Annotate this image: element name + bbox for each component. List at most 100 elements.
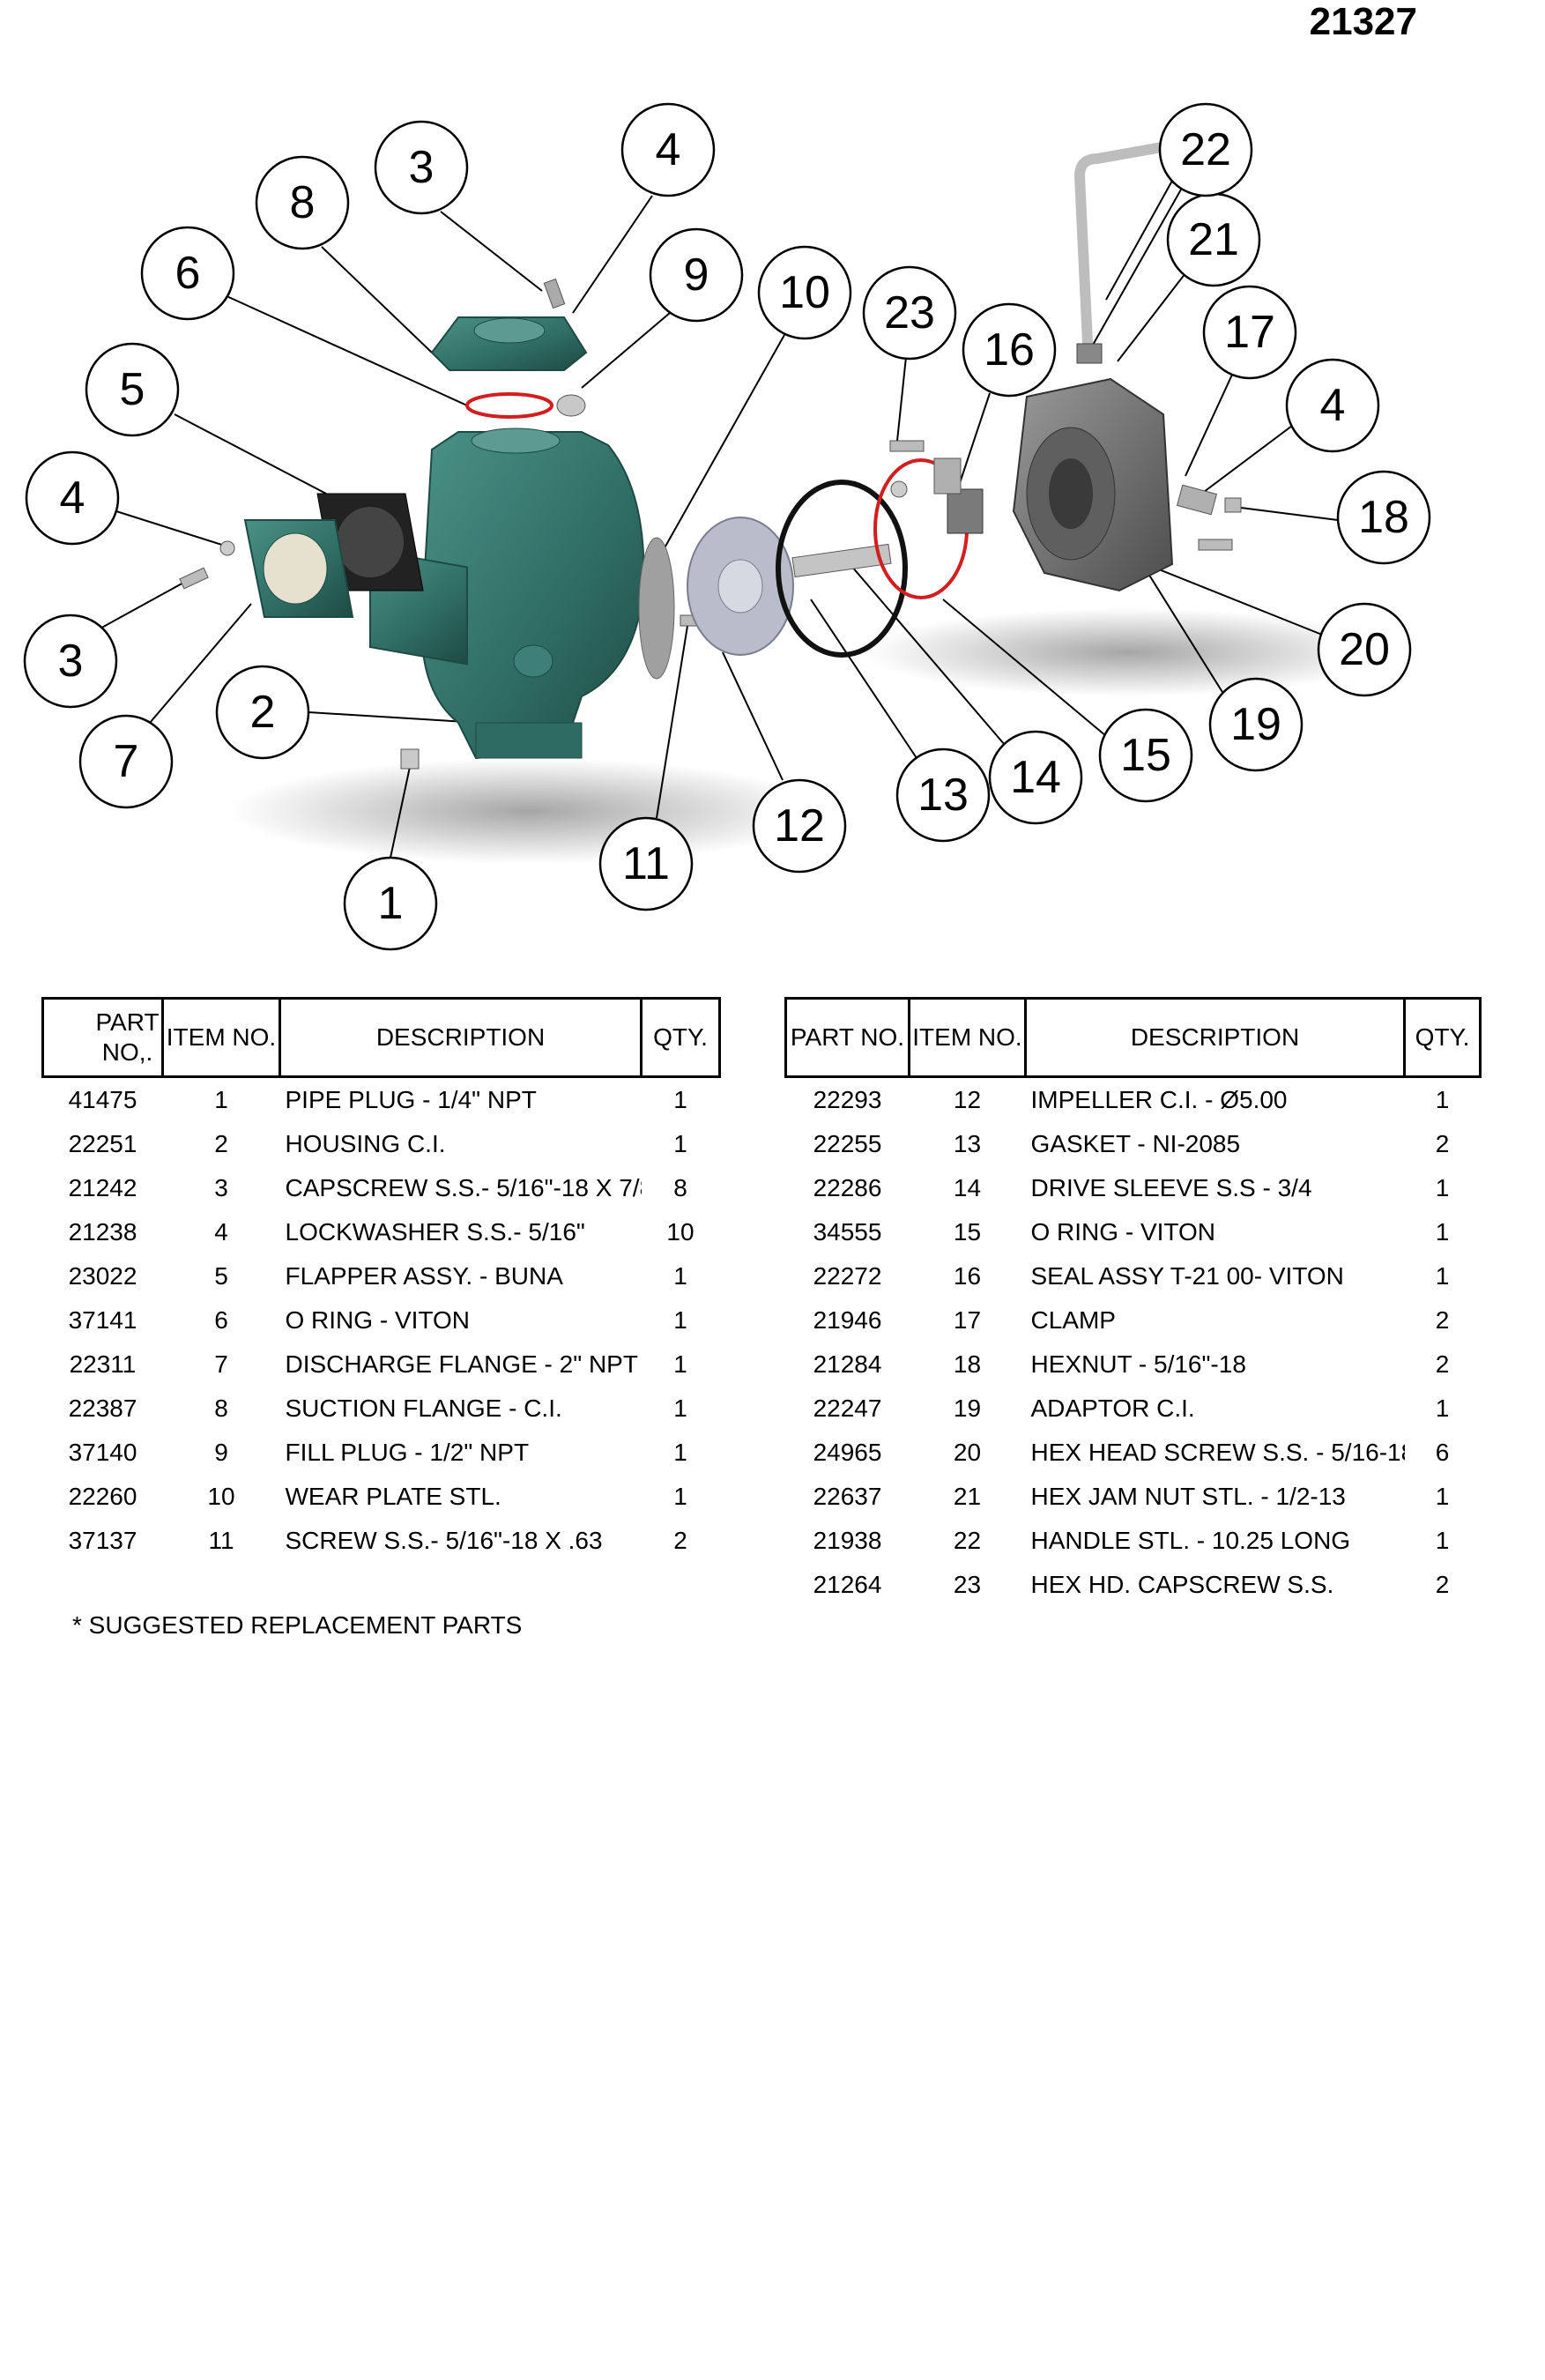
header-qty: QTY.: [1403, 997, 1482, 1078]
part-number-cell: 21238: [43, 1210, 163, 1254]
part-number-cell: 24965: [786, 1431, 910, 1475]
part-number-cell: *22255: [786, 1122, 910, 1166]
column-gap: [720, 1563, 786, 1607]
callout-balloon: 6: [140, 226, 235, 321]
part-number-cell: *22272: [786, 1254, 910, 1298]
description-cell: HANDLE STL. - 10.25 LONG: [1030, 1527, 1351, 1554]
description-cell: SEAL ASSY T-21 00- VITON: [1030, 1262, 1344, 1290]
item-number-cell: 6: [214, 1306, 228, 1334]
qty-cell: 10: [666, 1218, 695, 1246]
leader-line: [656, 625, 688, 819]
description-cell: DRIVE SLEEVE S.S - 3/4: [1030, 1174, 1312, 1201]
description-cell: LOCKWASHER S.S.- 5/16": [285, 1218, 585, 1246]
part-number-cell: 22387: [43, 1387, 163, 1431]
leader-line: [308, 711, 481, 724]
callout-number: 4: [656, 124, 681, 175]
header-part-no: PART NO,.: [41, 997, 164, 1078]
item-number-cell: 15: [953, 1218, 982, 1246]
part-number-cell: 21946: [786, 1298, 910, 1342]
leader-line: [572, 195, 653, 314]
document-number: 21327: [1309, 0, 1417, 43]
callout-number: 2: [250, 687, 276, 738]
part-number-cell: 21242: [43, 1166, 163, 1210]
part-number-cell: 22637: [786, 1475, 910, 1519]
qty-cell: [642, 1563, 720, 1607]
qty-cell: 1: [1435, 1086, 1450, 1113]
callout-number: 4: [60, 472, 85, 524]
header-description: DESCRIPTION: [1024, 997, 1406, 1078]
leader-line: [581, 312, 671, 389]
leader-line: [321, 246, 433, 353]
part-number-cell: 21284: [786, 1342, 910, 1387]
part-number-cell: 37137: [43, 1519, 163, 1563]
hex-head-screw-part: [1198, 539, 1233, 551]
qty-cell: 1: [673, 1483, 687, 1510]
leader-line: [810, 599, 917, 759]
parts-list-table: PART NO,. ITEM NO. DESCRIPTION QTY. PART…: [41, 997, 1482, 1607]
column-gap: [720, 1122, 786, 1166]
description-cell: GASKET - NI-2085: [1030, 1130, 1241, 1157]
part-number: 22387: [68, 1395, 137, 1422]
part-number: 22251: [68, 1130, 137, 1157]
leader-line: [390, 766, 411, 859]
callout-balloon: 4: [25, 450, 120, 546]
part-number-cell: *37141: [43, 1298, 163, 1342]
callout-balloon: 12: [752, 778, 847, 874]
qty-cell: 1: [1435, 1262, 1450, 1290]
column-gap: [720, 1342, 786, 1387]
item-number-cell: 23: [953, 1571, 982, 1598]
description-cell: [280, 1563, 642, 1607]
column-gap: [720, 1475, 786, 1519]
qty-cell: 1: [1435, 1174, 1450, 1201]
column-gap: [720, 1298, 786, 1342]
callout-balloon: 14: [988, 730, 1083, 825]
callout-balloon: 3: [374, 120, 469, 215]
item-number-cell: 4: [214, 1218, 228, 1246]
part-number: 22260: [68, 1483, 137, 1510]
leader-line: [224, 294, 468, 406]
description-cell: DISCHARGE FLANGE - 2" NPT: [285, 1350, 638, 1378]
header-gap: [720, 999, 786, 1077]
part-number: 22247: [813, 1395, 882, 1422]
callout-balloon: 1: [343, 856, 438, 951]
wear-plate-part: [638, 537, 675, 680]
header-item-no: ITEM NO.: [908, 997, 1027, 1078]
qty-cell: 1: [673, 1262, 687, 1290]
part-number-cell: 22293: [786, 1077, 910, 1123]
seal-assembly-part: [933, 457, 984, 534]
part-number-cell: 22251: [43, 1122, 163, 1166]
fill-plug-part: [556, 394, 586, 417]
part-number: 22311: [69, 1350, 137, 1378]
leader-line: [942, 599, 1107, 737]
qty-cell: 6: [1435, 1439, 1450, 1466]
gasket-part: [776, 480, 908, 658]
qty-cell: 2: [1435, 1571, 1450, 1598]
item-number-cell: [163, 1563, 280, 1607]
item-number-cell: 22: [953, 1527, 982, 1554]
description-cell: IMPELLER C.I. - Ø5.00: [1030, 1086, 1288, 1113]
part-number-cell: 22311: [43, 1342, 163, 1387]
discharge-flange-part: [243, 519, 354, 618]
part-number-cell: 22286: [786, 1166, 910, 1210]
part-number: 37140: [68, 1439, 137, 1466]
item-number-cell: 2: [214, 1130, 228, 1157]
leader-line: [115, 510, 228, 547]
qty-cell: 1: [1435, 1483, 1450, 1510]
description-cell: HEX JAM NUT STL. - 1/2-13: [1030, 1483, 1346, 1510]
callout-number: 21: [1188, 214, 1239, 265]
description-cell: HEXNUT - 5/16"-18: [1030, 1350, 1246, 1378]
callout-number: 20: [1339, 624, 1390, 675]
part-number: 22293: [813, 1086, 882, 1113]
leader-line: [955, 392, 991, 495]
header-qty: QTY.: [640, 997, 721, 1078]
column-gap: [720, 1210, 786, 1254]
item-number-cell: 16: [953, 1262, 982, 1290]
